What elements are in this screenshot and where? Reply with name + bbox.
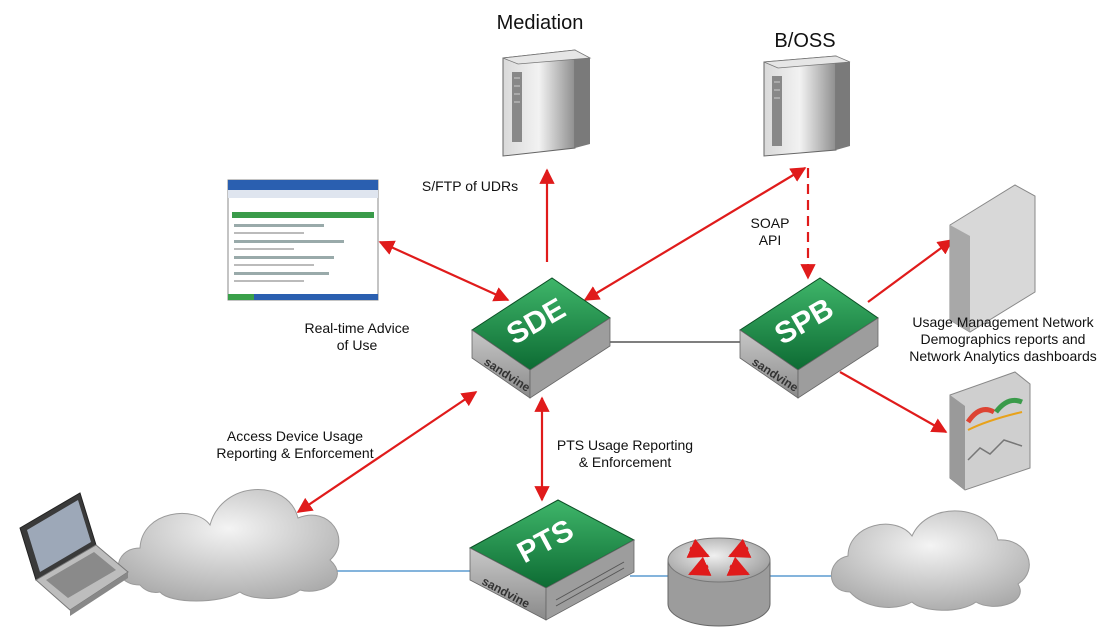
realtime-advice-line1: Real-time Advice	[304, 320, 410, 336]
usage-management-line2: Demographics reports and	[920, 331, 1086, 347]
access-device-line2: Reporting & Enforcement	[216, 445, 374, 461]
sde-device-icon: SDE sandvine	[471, 277, 611, 399]
network-links	[330, 341, 838, 577]
mediation-label: Mediation	[496, 12, 584, 34]
usage-management-line1: Usage Management Network	[912, 314, 1094, 330]
flow-arrows	[296, 167, 954, 513]
sde-access-arrow	[296, 391, 478, 513]
usage-management-line3: Network Analytics dashboards	[909, 348, 1097, 364]
mediation-server-icon	[502, 49, 592, 157]
realtime-advice-line2: of Use	[336, 337, 378, 353]
pts-usage-line2: & Enforcement	[578, 454, 672, 470]
spb-to-dashboard-arrow	[867, 239, 954, 303]
sftp-label: S/FTP of UDRs	[421, 178, 519, 194]
right-cloud-icon	[831, 510, 1030, 611]
pts-usage-line1: PTS Usage Reporting	[556, 437, 694, 453]
dashboard-barchart-icon	[949, 184, 1036, 333]
boss-label: B/OSS	[774, 30, 836, 52]
soap-label: SOAP	[750, 215, 790, 231]
gauge-dashboard-icon	[949, 371, 1031, 491]
pts-usage-label: PTS Usage Reporting & Enforcement	[550, 437, 700, 471]
soap-api-label: SOAP API	[740, 215, 800, 249]
access-device-line1: Access Device Usage	[226, 428, 364, 444]
realtime-advice-screenshot	[227, 179, 379, 301]
left-cloud-icon	[117, 489, 340, 602]
router-icon	[667, 537, 771, 627]
pts-device-icon: PTS sandvine	[468, 499, 636, 621]
access-device-label: Access Device Usage Reporting & Enforcem…	[195, 428, 395, 462]
boss-server-icon	[763, 55, 851, 157]
sde-realtime-arrow	[378, 240, 510, 302]
usage-management-label: Usage Management Network Demographics re…	[897, 314, 1109, 365]
laptop-icon	[19, 492, 129, 616]
spb-to-gauge-arrow	[839, 371, 948, 433]
api-label: API	[758, 232, 782, 248]
realtime-advice-label: Real-time Advice of Use	[282, 320, 432, 354]
sde-boss-arrow	[583, 167, 807, 301]
spb-device-icon: SPB sandvine	[739, 277, 879, 399]
